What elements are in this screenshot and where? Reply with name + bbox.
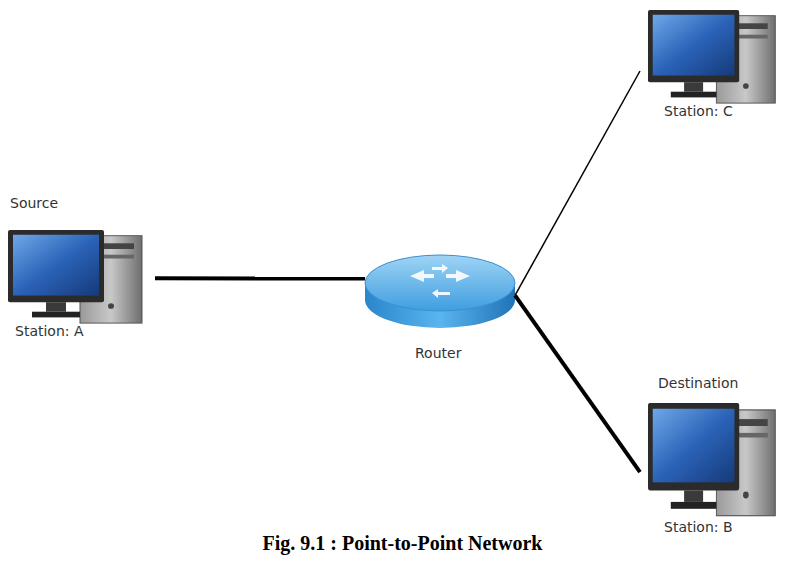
node-label: Station: C bbox=[664, 103, 733, 120]
network-link bbox=[155, 276, 365, 280]
computer-icon bbox=[648, 10, 775, 103]
station-node: Station: C bbox=[640, 5, 780, 125]
node-label: Station: B bbox=[664, 519, 733, 536]
station-node: DestinationStation: B bbox=[640, 375, 780, 537]
node-label: Destination bbox=[658, 375, 738, 392]
router-icon bbox=[365, 255, 515, 328]
node-label: Source bbox=[10, 195, 58, 212]
computer-icon bbox=[8, 230, 142, 323]
node-label: Router bbox=[415, 345, 461, 362]
station-node: SourceStation: A bbox=[5, 195, 155, 345]
network-link bbox=[515, 71, 640, 295]
network-link bbox=[515, 295, 640, 472]
node-label: Station: A bbox=[15, 323, 84, 340]
computer-icon bbox=[648, 403, 775, 516]
figure-caption: Fig. 9.1 : Point-to-Point Network bbox=[0, 532, 805, 555]
station-node: Router bbox=[365, 245, 515, 365]
